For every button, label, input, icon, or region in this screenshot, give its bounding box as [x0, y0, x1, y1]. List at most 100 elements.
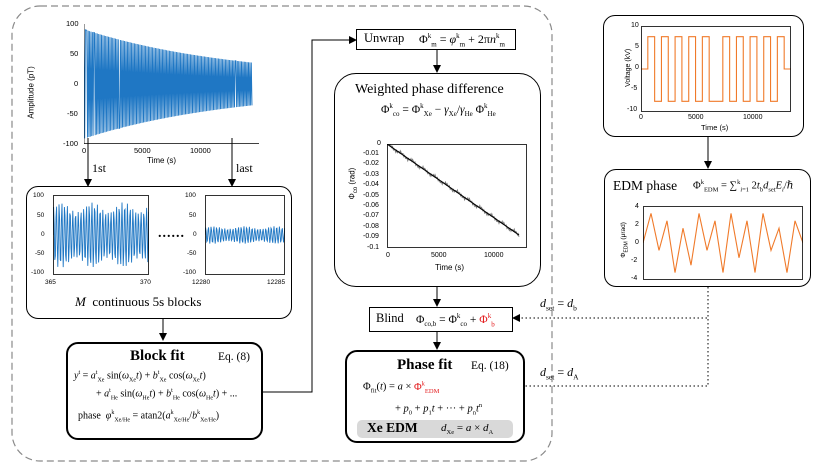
phase-label: phase: [78, 410, 101, 422]
phase-fit-title: Phase fit: [397, 357, 453, 373]
wt-ytick: -0.06: [363, 202, 379, 209]
volt-ytick: -10: [627, 106, 638, 113]
edm-frame: [643, 206, 803, 280]
blk1-xtick: 370: [140, 279, 151, 286]
edm-ylabel-unit: (μrad): [620, 222, 628, 240]
volt-xtick: 5000: [688, 114, 704, 121]
weighted-ylabel: Φco (rad): [347, 159, 359, 209]
block-fit-title: Block fit: [130, 348, 185, 364]
blocks-caption-var: M: [75, 294, 86, 309]
wt-ytick: -0.09: [363, 233, 379, 240]
dset-a-line: [479, 287, 709, 390]
wt-ytick: -0.1: [367, 244, 380, 251]
blk2-ytick: -100: [183, 269, 197, 276]
phase-fit-ref: Eq. (18): [471, 360, 509, 372]
blocks-caption: M continuous 5s blocks: [75, 294, 202, 309]
amp-ytick: 50: [70, 49, 79, 58]
blocks-box: 100 50 0 -50 -100 365 370 ...... 100 50 …: [26, 186, 292, 319]
voltage-axes: [641, 26, 791, 112]
wt-ytick: -0.02: [363, 160, 379, 167]
wt-ytick: -0.05: [363, 192, 379, 199]
weighted-ylabel-sub: co: [353, 186, 359, 194]
blind-label: Blind: [376, 311, 404, 325]
blk2-ytick: 100: [185, 192, 196, 199]
first-block-signal: [53, 202, 149, 268]
edm-ylabel-sym: Φ: [620, 252, 628, 258]
wt-ytick: 0: [377, 140, 381, 147]
phase-fit-eq2: + p0 + p1t + ··· + pntn: [395, 402, 483, 417]
weighted-ylabel-unit: (rad): [347, 167, 357, 185]
edm-axes: [643, 206, 803, 280]
wt-ytick: -0.08: [363, 223, 379, 230]
volt-xtick: 10000: [743, 114, 763, 121]
volt-ytick: 0: [635, 64, 639, 71]
volt-xtick: 0: [639, 114, 643, 121]
voltage-box: Voltage (kV) 10 5 0 -5 -10 0 5000 10000 …: [603, 15, 804, 137]
weighted-fit: [387, 144, 520, 236]
voltage-signal: [641, 36, 791, 102]
blind-box: Blind Φco,b = Φkco + Φkb: [369, 307, 513, 332]
unwrap-label: Unwrap: [364, 31, 405, 45]
amp-xlabel: Time (s): [147, 156, 177, 165]
weighted-frame: [387, 144, 527, 248]
edm-ytick: 0: [635, 239, 639, 246]
voltage-frame: [641, 26, 791, 112]
amp-ytick: 100: [66, 19, 79, 28]
volt-ytick: 5: [635, 43, 639, 50]
volt-ytick: -5: [631, 85, 638, 92]
edm-ytick: 4: [635, 203, 639, 210]
wt-ytick: -0.07: [363, 212, 379, 219]
amp-xtick: 0: [82, 146, 87, 155]
edm-ylabel-sub: EDM: [623, 241, 630, 253]
unwrap-box: Unwrap Φkm = φkm + 2πnkm: [356, 29, 516, 50]
xe-edm-label: Xe EDM: [367, 420, 418, 435]
wt-xtick: 5000: [431, 252, 447, 259]
block-fit-ref: Eq. (8): [218, 351, 250, 363]
edm-ylabel: ΦEDM (μrad): [620, 212, 630, 268]
wt-ytick: -0.04: [363, 181, 379, 188]
ellipsis: ......: [158, 226, 185, 241]
amp-xtick: 5000: [134, 146, 151, 155]
amplitude-signal: [84, 29, 253, 139]
wt-ytick: -0.01: [363, 150, 379, 157]
amp-ytick: 0: [74, 79, 79, 88]
xe-edm-panel: Xe EDM dXe = a × dA: [357, 420, 513, 438]
amplitude-ylabel: Amplitude (pT): [26, 66, 36, 119]
unwrap-eq: Φkm = φkm + 2πnkm: [419, 32, 505, 49]
amplitude-axes: [84, 24, 259, 144]
blind-eq: Φco,b = Φkco + Φkb: [416, 312, 495, 329]
blk1-ytick: 100: [33, 192, 44, 199]
blk2-xtick: 12285: [267, 279, 286, 286]
amp-xtick: 10000: [190, 146, 211, 155]
block-fit-box: Block fit Eq. (8) yt = atXe sin(ωXet) + …: [66, 342, 263, 440]
blk2-ytick: -50: [187, 250, 197, 257]
blocks-caption-text: continuous 5s blocks: [92, 294, 202, 309]
blk1-ytick: 50: [37, 212, 45, 219]
last-block-signal: [205, 226, 285, 244]
dset-b-line: [512, 287, 709, 322]
pipeline-region: [11, 5, 553, 462]
volt-xlabel: Time (s): [701, 123, 729, 132]
blk1-ytick: -50: [35, 250, 45, 257]
first-label: 1st: [92, 161, 107, 175]
wt-ytick: -0.03: [363, 171, 379, 178]
volt-ytick: 10: [631, 22, 639, 29]
xe-edm-eq: dXe = a × dA: [441, 422, 494, 437]
weighted-title: Weighted phase difference: [355, 82, 504, 97]
block-fit-eq3: phase φkXe/He = atan2(akXe/He/bkXe/He): [78, 410, 220, 424]
block-fit-eq1: yt = atXe sin(ωXet) + btXe cos(ωXet): [74, 370, 206, 384]
weighted-ylabel-sym: Φ: [347, 193, 357, 200]
edm-phase-box: EDM phase ΦkEDM = ∑ki=1 2tbdsetEi/ℏ ΦEDM…: [604, 169, 811, 287]
last-label: last: [236, 161, 253, 175]
amplitude-plot: Amplitude (pT) 100 50 0 -50 -100 0 5000 …: [20, 18, 260, 168]
block-fit-eq2: + atHe sin(ωHet) + btHe cos(ωHet) + ...: [96, 388, 238, 402]
edm-ytick: -4: [631, 275, 638, 282]
blk2-xtick: 12280: [192, 279, 211, 286]
phase-fit-box: Phase fit Eq. (18) Φfit(t) = a × ΦkEDM +…: [345, 350, 525, 443]
wt-xtick: 10000: [484, 252, 504, 259]
wt-xlabel: Time (s): [435, 263, 465, 272]
blk1-ytick: 0: [41, 231, 45, 238]
amp-ytick: -100: [63, 139, 79, 148]
dset-b-label: dset = db: [540, 296, 577, 313]
